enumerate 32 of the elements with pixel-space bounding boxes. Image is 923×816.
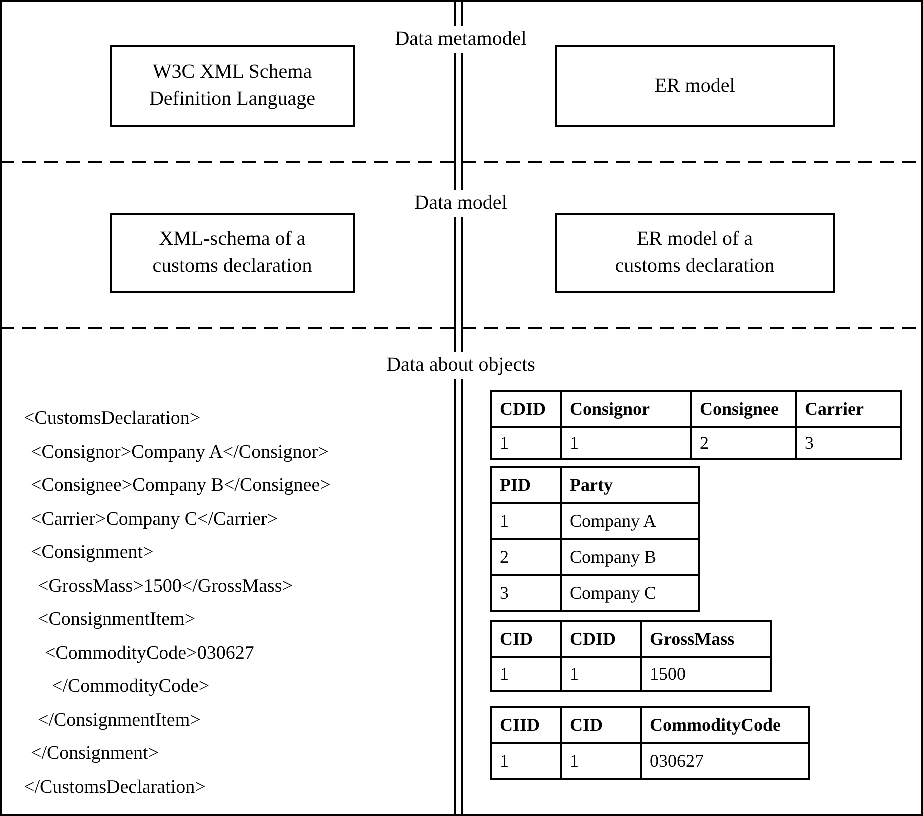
code-line: <ConsignmentItem>	[38, 609, 196, 631]
code-line: <Consignor>Company A</Consignor>	[31, 442, 329, 464]
code-line: </ConsignmentItem>	[38, 710, 201, 732]
table-cell: 3	[795, 426, 902, 460]
model-box: W3C XML Schema Definition Language	[110, 45, 355, 127]
model-box: ER model of a customs declaration	[555, 213, 835, 293]
code-line: </Consignment>	[31, 743, 160, 765]
table-cell: Company C	[560, 574, 700, 612]
table-header-cell: Party	[560, 466, 700, 504]
table-header-cell: Carrier	[795, 390, 902, 428]
table-cell: 1	[490, 426, 562, 460]
table-header-cell: GrossMass	[640, 620, 772, 658]
code-line: <Carrier>Company C</Carrier>	[31, 508, 278, 530]
table-header-cell: CommodityCode	[640, 706, 810, 744]
code-line: <CommodityCode>030627	[45, 642, 254, 664]
table-cell: 1500	[640, 656, 772, 692]
code-line: <CustomsDeclaration>	[24, 408, 201, 430]
table-cell: 3	[490, 574, 562, 612]
table-header-cell: CIID	[490, 706, 562, 744]
code-line: </CustomsDeclaration>	[24, 776, 206, 798]
model-box: ER model	[555, 45, 835, 127]
code-line: <Consignment>	[31, 542, 154, 564]
code-line: <Consignee>Company B</Consignee>	[31, 475, 331, 497]
table-cell: 1	[490, 742, 562, 780]
table-header-cell: CDID	[490, 390, 562, 428]
table-cell: 1	[490, 656, 562, 692]
table-header-cell: PID	[490, 466, 562, 504]
table-header-cell: CID	[490, 620, 562, 658]
model-box: XML-schema of a customs declaration	[110, 213, 355, 293]
code-line: <GrossMass>1500</GrossMass>	[38, 576, 294, 598]
code-line: </CommodityCode>	[52, 676, 210, 698]
table-cell: 030627	[640, 742, 810, 780]
